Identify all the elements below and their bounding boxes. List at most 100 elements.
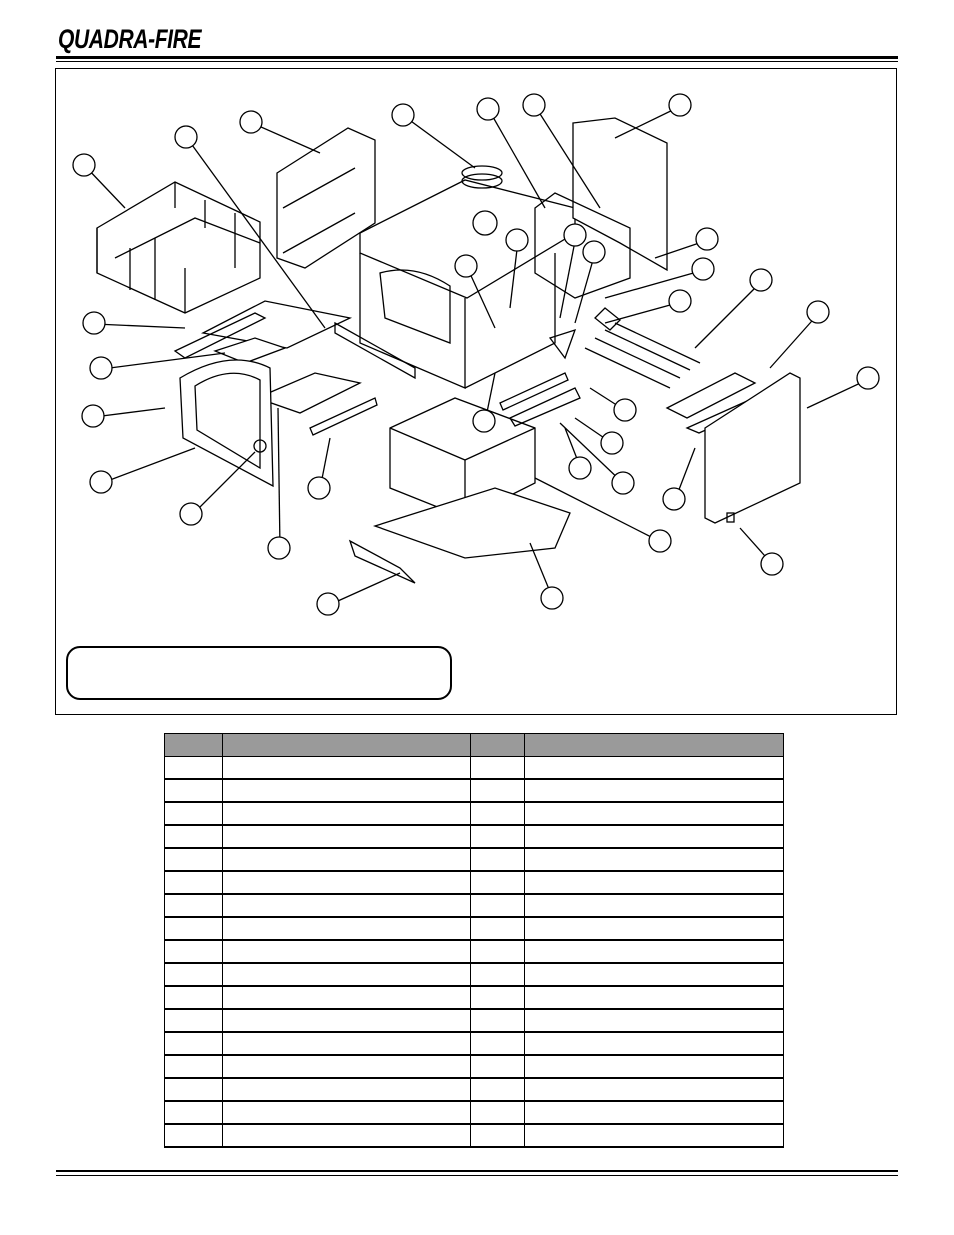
table-row	[164, 894, 784, 918]
table-cell	[221, 1009, 472, 1033]
table-cell	[221, 802, 472, 826]
table-cell	[164, 986, 223, 1010]
table-cell	[470, 779, 526, 803]
table-row	[164, 871, 784, 895]
table-row	[164, 802, 784, 826]
table-cell	[470, 1009, 526, 1033]
right-side-panel	[704, 372, 801, 524]
table-row	[164, 756, 784, 780]
table-row	[164, 1032, 784, 1056]
table-cell	[221, 1055, 472, 1079]
header-rule-thin	[56, 61, 898, 62]
table-cell	[524, 756, 784, 780]
table-cell	[470, 1055, 526, 1079]
left-side-panel	[276, 127, 376, 269]
table-cell	[164, 825, 223, 849]
table-cell	[470, 1032, 526, 1056]
table-header-row	[164, 733, 784, 757]
rails-brackets	[309, 307, 621, 436]
table-cell	[524, 940, 784, 964]
table-cell	[164, 1078, 223, 1102]
table-cell	[164, 848, 223, 872]
bottom-plate	[348, 487, 571, 584]
table-cell	[470, 917, 526, 941]
table-cell	[470, 1101, 526, 1125]
table-cell	[221, 986, 472, 1010]
table-cell	[164, 802, 223, 826]
parts-list-table	[164, 733, 784, 1148]
table-cell	[524, 963, 784, 987]
table-cell	[221, 894, 472, 918]
stove-body	[359, 165, 576, 389]
table-row	[164, 1009, 784, 1033]
table-cell	[164, 963, 223, 987]
table-cell	[164, 871, 223, 895]
table-row	[164, 1124, 784, 1148]
table-cell	[524, 871, 784, 895]
pedestal-box	[389, 397, 536, 519]
table-cell	[524, 917, 784, 941]
table-cell	[524, 1101, 784, 1125]
table-header-cell	[164, 733, 223, 757]
table-cell	[164, 1101, 223, 1125]
footer-rule	[56, 1170, 898, 1172]
table-header-cell	[221, 733, 472, 757]
table-cell	[221, 825, 472, 849]
table-cell	[221, 940, 472, 964]
table-cell	[164, 1009, 223, 1033]
table-cell	[524, 1124, 784, 1148]
table-cell	[524, 848, 784, 872]
table-row	[164, 779, 784, 803]
table-cell	[470, 871, 526, 895]
table-header-cell	[524, 733, 784, 757]
table-cell	[524, 779, 784, 803]
door-assembly	[179, 359, 274, 488]
table-row	[164, 1078, 784, 1102]
note-box	[66, 646, 452, 700]
table-cell	[221, 779, 472, 803]
table-cell	[470, 848, 526, 872]
header-rule	[56, 56, 898, 59]
table-cell	[470, 894, 526, 918]
back-panel	[534, 117, 668, 299]
table-cell	[164, 756, 223, 780]
table-cell	[221, 848, 472, 872]
table-row	[164, 917, 784, 941]
table-cell	[221, 1032, 472, 1056]
table-cell	[221, 917, 472, 941]
table-cell	[164, 940, 223, 964]
table-row	[164, 1055, 784, 1079]
diagram-frame	[55, 68, 897, 715]
table-cell	[164, 894, 223, 918]
quadra-fire-logo: QUADRA-FIRE	[58, 24, 202, 54]
table-cell	[470, 1078, 526, 1102]
table-cell	[524, 1055, 784, 1079]
table-cell	[524, 894, 784, 918]
table-cell	[164, 1124, 223, 1148]
table-header-cell	[470, 733, 526, 757]
table-row	[164, 848, 784, 872]
table-cell	[470, 963, 526, 987]
firebrick-liner	[96, 181, 261, 314]
table-cell	[470, 986, 526, 1010]
footer-rule-thin	[56, 1175, 898, 1176]
table-row	[164, 986, 784, 1010]
table-cell	[221, 871, 472, 895]
exploded-parts-diagram	[72, 93, 880, 616]
table-cell	[524, 825, 784, 849]
table-cell	[524, 1078, 784, 1102]
table-cell	[524, 802, 784, 826]
table-cell	[470, 940, 526, 964]
table-cell	[164, 917, 223, 941]
table-row	[164, 1101, 784, 1125]
table-row	[164, 963, 784, 987]
table-row	[164, 940, 784, 964]
table-row	[164, 825, 784, 849]
table-cell	[221, 1101, 472, 1125]
table-cell	[221, 756, 472, 780]
table-cell	[221, 963, 472, 987]
table-cell	[164, 1032, 223, 1056]
table-cell	[164, 1055, 223, 1079]
table-cell	[524, 1009, 784, 1033]
table-cell	[470, 1124, 526, 1148]
